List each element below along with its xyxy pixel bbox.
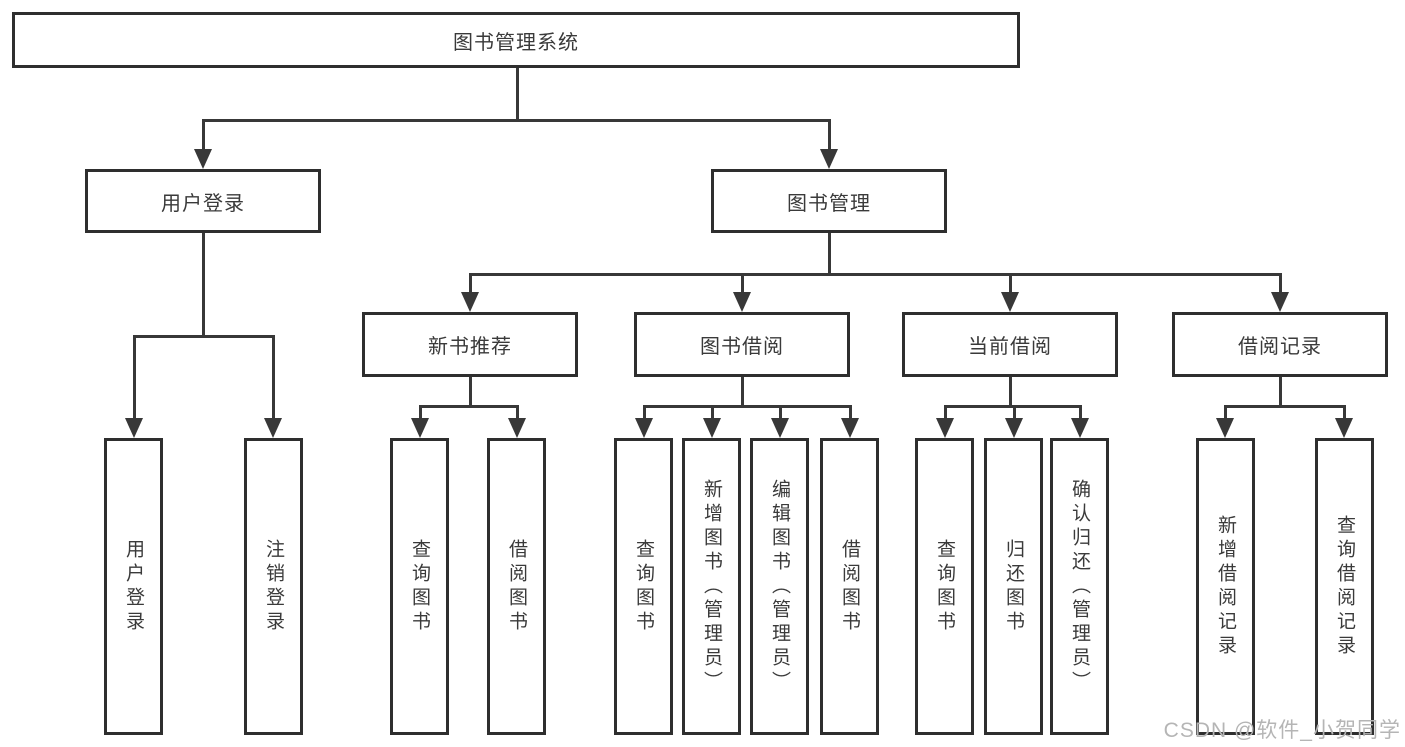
arrow-down-icon: [771, 418, 789, 438]
node-user-login: 用户登录: [85, 169, 321, 233]
arrow-down-icon: [733, 292, 751, 312]
leaf-add-books-admin-label: 新增图书（管理员）: [701, 478, 722, 695]
node-new-book-recommend-label: 新书推荐: [428, 336, 512, 358]
leaf-current-query-books: 查询图书: [915, 438, 974, 735]
node-borrowing-records-label: 借阅记录: [1238, 336, 1322, 358]
connector-vline: [642, 406, 646, 420]
arrow-down-icon: [1071, 418, 1089, 438]
connector-vline: [710, 406, 714, 420]
connector-hline: [418, 404, 519, 408]
leaf-edit-books-admin: 编辑图书（管理员）: [750, 438, 809, 735]
leaf-borrowing-query-books: 查询图书: [614, 438, 673, 735]
connector-vline: [1078, 406, 1082, 420]
connector-vline: [1012, 406, 1016, 420]
arrow-down-icon: [461, 292, 479, 312]
leaf-current-query-books-label: 查询图书: [934, 538, 955, 635]
arrow-down-icon: [1005, 418, 1023, 438]
node-root-label: 图书管理系统: [453, 31, 579, 54]
connector-vline: [827, 120, 831, 152]
connector-vline: [418, 406, 422, 420]
connector-vline: [201, 120, 205, 152]
leaf-newbook-borrow-books-label: 借阅图书: [506, 538, 527, 635]
leaf-user-login-label: 用户登录: [123, 538, 144, 635]
arrow-down-icon: [194, 149, 212, 169]
node-book-management: 图书管理: [711, 169, 947, 233]
arrow-down-icon: [841, 418, 859, 438]
leaf-return-books-label: 归还图书: [1003, 538, 1024, 635]
arrow-down-icon: [508, 418, 526, 438]
arrow-down-icon: [635, 418, 653, 438]
leaf-user-login: 用户登录: [104, 438, 163, 735]
leaf-add-books-admin: 新增图书（管理员）: [682, 438, 741, 735]
leaf-confirm-return-admin: 确认归还（管理员）: [1050, 438, 1109, 735]
leaf-add-borrow-record-label: 新增借阅记录: [1215, 514, 1236, 659]
leaf-query-borrow-record-label: 查询借阅记录: [1334, 514, 1355, 659]
connector-vline: [740, 274, 744, 294]
node-current-borrowing-label: 当前借阅: [968, 336, 1052, 358]
connector-hline: [642, 404, 852, 408]
leaf-query-borrow-record: 查询借阅记录: [1315, 438, 1374, 735]
leaf-borrow-books: 借阅图书: [820, 438, 879, 735]
node-root: 图书管理系统: [12, 12, 1020, 68]
leaf-logout-label: 注销登录: [263, 538, 284, 635]
node-user-login-label: 用户登录: [161, 192, 245, 215]
leaf-add-borrow-record: 新增借阅记录: [1196, 438, 1255, 735]
connector-vline: [468, 274, 472, 294]
node-book-borrowing: 图书借阅: [634, 312, 850, 377]
connector-hline: [132, 334, 275, 338]
connector-vline: [943, 406, 947, 420]
node-new-book-recommend: 新书推荐: [362, 312, 578, 377]
connector-vline: [515, 406, 519, 420]
node-book-management-label: 图书管理: [787, 192, 871, 215]
connector-hline: [201, 118, 831, 122]
connector-vline: [515, 68, 519, 122]
connector-vline: [1278, 377, 1282, 407]
arrow-down-icon: [125, 418, 143, 438]
arrow-down-icon: [411, 418, 429, 438]
leaf-borrowing-query-books-label: 查询图书: [633, 538, 654, 635]
leaf-borrow-books-label: 借阅图书: [839, 538, 860, 635]
leaf-newbook-borrow-books: 借阅图书: [487, 438, 546, 735]
connector-vline: [827, 233, 831, 276]
arrow-down-icon: [820, 149, 838, 169]
connector-vline: [848, 406, 852, 420]
arrow-down-icon: [1271, 292, 1289, 312]
leaf-confirm-return-admin-label: 确认归还（管理员）: [1069, 478, 1090, 695]
connector-vline: [740, 377, 744, 407]
connector-vline: [201, 233, 205, 337]
arrow-down-icon: [1001, 292, 1019, 312]
connector-vline: [468, 377, 472, 407]
connector-vline: [1278, 274, 1282, 294]
connector-vline: [1342, 406, 1346, 420]
arrow-down-icon: [936, 418, 954, 438]
connector-vline: [1223, 406, 1227, 420]
connector-vline: [778, 406, 782, 420]
connector-vline: [1008, 274, 1012, 294]
arrow-down-icon: [703, 418, 721, 438]
leaf-return-books: 归还图书: [984, 438, 1043, 735]
connector-hline: [1223, 404, 1346, 408]
leaf-edit-books-admin-label: 编辑图书（管理员）: [769, 478, 790, 695]
leaf-logout: 注销登录: [244, 438, 303, 735]
arrow-down-icon: [1216, 418, 1234, 438]
node-current-borrowing: 当前借阅: [902, 312, 1118, 377]
arrow-down-icon: [1335, 418, 1353, 438]
node-borrowing-records: 借阅记录: [1172, 312, 1388, 377]
csdn-watermark: CSDN @软件_小贺同学: [1163, 719, 1401, 742]
leaf-newbook-query-books: 查询图书: [390, 438, 449, 735]
connector-vline: [132, 336, 136, 420]
connector-hline: [468, 272, 1282, 276]
arrow-down-icon: [264, 418, 282, 438]
connector-vline: [1008, 377, 1012, 407]
node-book-borrowing-label: 图书借阅: [700, 336, 784, 358]
leaf-newbook-query-books-label: 查询图书: [409, 538, 430, 635]
connector-vline: [271, 336, 275, 420]
